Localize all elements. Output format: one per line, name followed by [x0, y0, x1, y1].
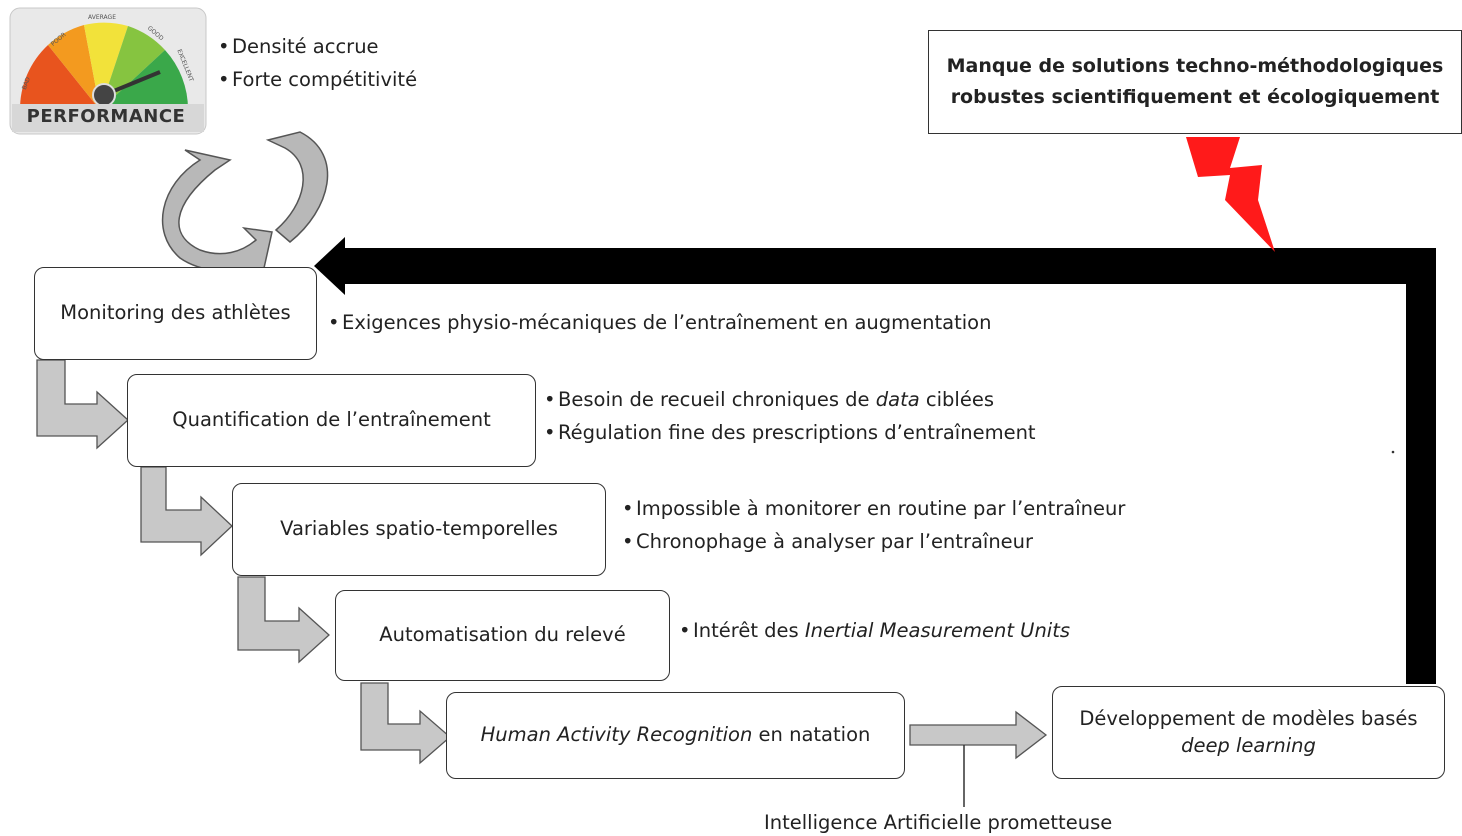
- step-monitoring-label: Monitoring des athlètes: [60, 301, 291, 325]
- step-arrow-4: [360, 682, 451, 765]
- step-arrow-1: [36, 359, 129, 450]
- note-automatisation-1a: Intérêt des: [693, 619, 805, 642]
- notes-monitoring: Exigences physio-mécaniques de l’entraîn…: [328, 306, 991, 339]
- note-variables-1: Impossible à monitorer en routine par l’…: [622, 492, 1125, 525]
- step-development-line-1: Développement de modèles basés: [1079, 707, 1418, 731]
- step-variables-label: Variables spatio-temporelles: [280, 517, 558, 541]
- step-development-italic: deep learning: [1181, 733, 1316, 757]
- step-arrows: [36, 359, 1048, 765]
- performance-bullets: Densité accrue Forte compétitivité: [218, 30, 417, 96]
- note-automatisation-1: Intérêt des Inertial Measurement Units: [679, 614, 1070, 647]
- gauge-label-average: AVERAGE: [88, 14, 116, 21]
- notes-variables: Impossible à monitorer en routine par l’…: [622, 492, 1125, 558]
- note-quantification-1a: Besoin de recueil chroniques de: [558, 388, 876, 411]
- cycle-arrows-icon: [161, 131, 329, 273]
- caption-ai: Intelligence Artificielle prometteuse: [764, 811, 1113, 834]
- step-automatisation-label: Automatisation du relevé: [379, 623, 626, 647]
- step-har-italic: Human Activity Recognition: [480, 723, 753, 747]
- note-quantification-1b: data: [875, 388, 920, 411]
- notes-automatisation: Intérêt des Inertial Measurement Units: [679, 614, 1070, 647]
- constraint-box: Manque de solutions techno-méthodologiqu…: [928, 30, 1462, 134]
- performance-label: PERFORMANCE: [26, 106, 186, 127]
- step-monitoring: Monitoring des athlètes: [34, 267, 317, 360]
- constraint-line-2: robustes scientifiquement et écologiquem…: [950, 86, 1440, 108]
- performance-gauge-icon: [9, 7, 207, 135]
- feedback-arrow: [314, 237, 1436, 684]
- note-quantification-1c: ciblées: [919, 388, 994, 411]
- note-quantification-2: Régulation fine des prescriptions d’entr…: [544, 416, 1036, 449]
- step-har: Human Activity Recognition en natation: [446, 692, 905, 779]
- step-arrow-3: [237, 576, 330, 664]
- step-quantification-label: Quantification de l’entraînement: [172, 408, 491, 432]
- step-har-rest: en natation: [752, 723, 871, 747]
- step-har-label: Human Activity Recognition en natation: [481, 722, 871, 748]
- step-quantification: Quantification de l’entraînement: [127, 374, 536, 467]
- stray-dot: [1391, 450, 1395, 454]
- step-automatisation: Automatisation du relevé: [335, 590, 670, 681]
- step-variables: Variables spatio-temporelles: [232, 483, 606, 576]
- bullet-competitiveness: Forte compétitivité: [218, 63, 417, 96]
- notes-quantification: Besoin de recueil chroniques de data cib…: [544, 383, 1036, 449]
- note-monitoring-1: Exigences physio-mécaniques de l’entraîn…: [328, 306, 991, 339]
- note-quantification-1: Besoin de recueil chroniques de data cib…: [544, 383, 1036, 416]
- step-arrow-2: [140, 466, 233, 557]
- note-variables-2: Chronophage à analyser par l’entraîneur: [622, 525, 1125, 558]
- step-development-line-2: deep learning: [1079, 733, 1417, 759]
- bullet-density: Densité accrue: [218, 30, 417, 63]
- step-arrow-5: [909, 710, 1048, 760]
- lightning-icon: [1186, 137, 1275, 252]
- constraint-line-1: Manque de solutions techno-méthodologiqu…: [946, 54, 1444, 77]
- step-development: Développement de modèles basés deep lear…: [1052, 686, 1445, 779]
- note-automatisation-1b: Inertial Measurement Units: [804, 619, 1071, 642]
